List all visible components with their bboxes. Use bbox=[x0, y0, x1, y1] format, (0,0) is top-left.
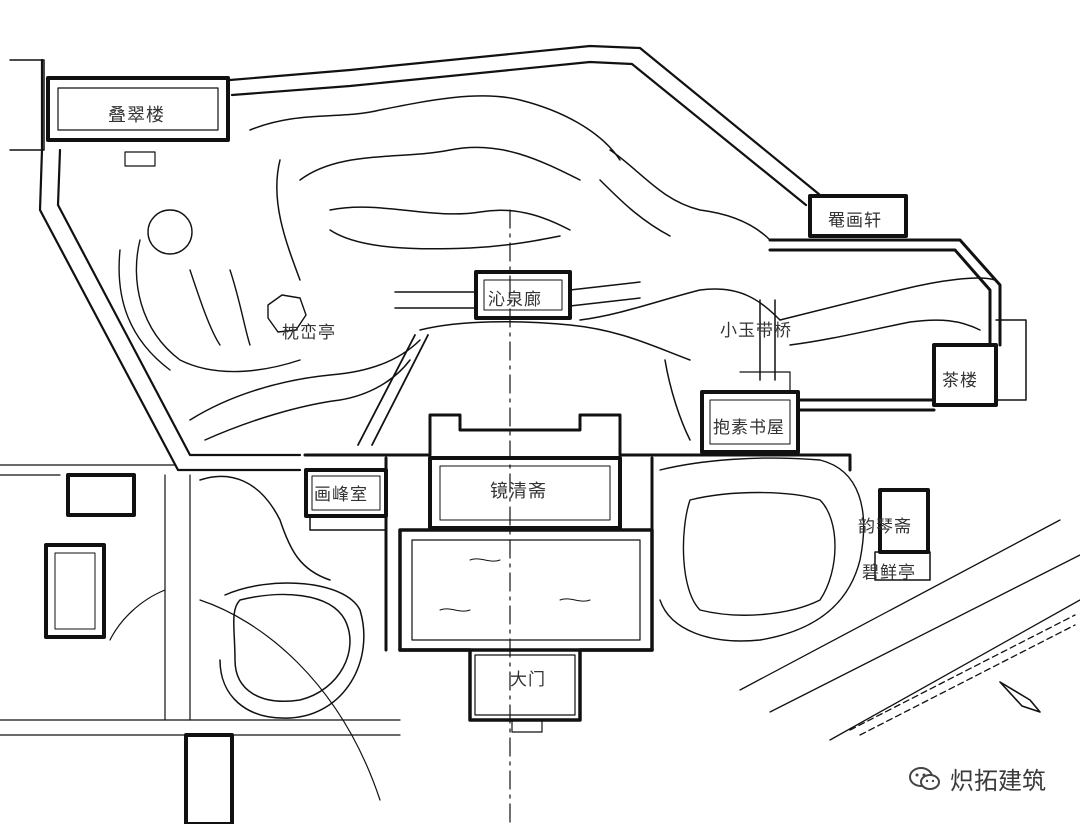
qinquan-corridor bbox=[394, 270, 641, 320]
label-zhenluan-ting: 枕峦亭 bbox=[282, 323, 336, 343]
wechat-logo-icon bbox=[909, 766, 940, 790]
baosu-study bbox=[700, 371, 800, 454]
central-pond bbox=[189, 277, 996, 441]
west-buildings bbox=[0, 464, 401, 824]
label-qinquan-lang: 沁泉廊 bbox=[488, 290, 542, 310]
label-xiaoyudai-qiao: 小玉带桥 bbox=[720, 321, 792, 341]
label-huafeng-shi: 画峰室 bbox=[314, 485, 368, 505]
west-garden bbox=[118, 209, 307, 373]
label-cha-lou: 茶楼 bbox=[942, 371, 978, 391]
watermark-text: 炽拓建筑 bbox=[950, 767, 1046, 795]
label-da-men: 大门 bbox=[510, 670, 546, 690]
main-hall-complex bbox=[303, 413, 702, 733]
label-baosu-shuwu: 抱素书屋 bbox=[713, 418, 785, 438]
huafeng-room bbox=[304, 468, 388, 531]
southeast-river bbox=[739, 519, 1080, 741]
southwest-pond bbox=[199, 475, 365, 719]
diecui-building bbox=[9, 59, 230, 167]
label-jingqing-zhai: 镜清斋 bbox=[490, 481, 547, 502]
outer-wall bbox=[38, 44, 822, 472]
east-pond bbox=[659, 453, 931, 642]
label-bixian-ting: 碧鲜亭 bbox=[862, 563, 916, 583]
label-diecui-lou: 叠翠楼 bbox=[108, 105, 165, 126]
east-structures bbox=[768, 194, 1027, 412]
diagonal-corridor bbox=[357, 334, 429, 446]
watermark: 炽拓建筑 bbox=[908, 761, 1046, 796]
label-tanhua-xuan: 罨画轩 bbox=[828, 211, 882, 231]
north-rockery bbox=[249, 95, 771, 281]
label-yunqin-zhai: 韵琴斋 bbox=[858, 517, 912, 537]
